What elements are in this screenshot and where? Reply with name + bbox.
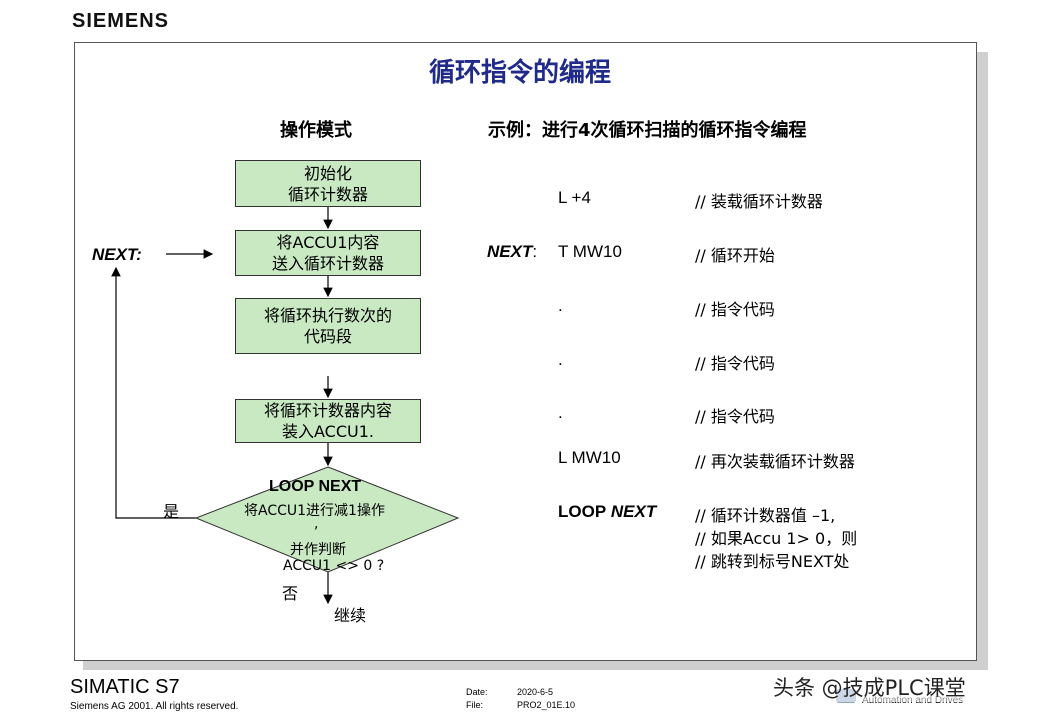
code-instr: . <box>558 403 563 422</box>
siemens-logo: SIEMENS <box>72 10 170 32</box>
loop-target: NEXT <box>610 502 657 521</box>
footer-file-value: PRO2_01E.10 <box>517 700 576 710</box>
decision-line1: 将ACCU1进行减1操作 <box>244 503 385 519</box>
slide-title: 循环指令的编程 <box>428 58 611 88</box>
code-comment: // 如果Accu 1> 0，则 <box>695 529 858 548</box>
footer-date-label: Date: <box>466 687 488 697</box>
decision-line4: ACCU1 <> 0 ? <box>283 558 385 574</box>
box-text: 初始化 <box>303 163 352 183</box>
box-text: 循环计数器 <box>287 184 368 204</box>
flow-box-init: 初始化循环计数器 <box>235 160 421 207</box>
decision-diamond <box>194 466 460 573</box>
code-instr: L +4 <box>558 188 591 207</box>
footer-file-label: File: <box>466 700 484 710</box>
footer-copyright: Siemens AG 2001. All rights reserved. <box>70 701 239 712</box>
flow-box-code-section: 将循环执行数次的代码段 <box>235 298 421 354</box>
flow-box-load-counter: 将ACCU1内容送入循环计数器 <box>235 230 421 276</box>
label-sep: : <box>532 242 538 261</box>
code-instr: . <box>558 350 563 369</box>
box-text: 将ACCU1内容 <box>276 233 380 252</box>
decision-title: LOOP NEXT <box>269 478 362 495</box>
code-comment: // 指令代码 <box>695 354 775 373</box>
code-instr-loop: LOOP NEXT <box>558 502 656 522</box>
code-comment: // 循环开始 <box>695 246 775 265</box>
code-instr: T MW10 <box>558 242 622 261</box>
yes-label: 是 <box>163 502 180 521</box>
box-text: 将循环执行数次的 <box>263 306 392 325</box>
slide-frame <box>74 42 977 661</box>
loop-keyword: LOOP <box>558 502 607 521</box>
code-comment: // 循环计数器值 –1, <box>695 506 836 525</box>
code-instr: L MW10 <box>558 448 621 467</box>
flow-box-load-accu: 将循环计数器内容装入ACCU1. <box>235 399 421 443</box>
code-comment: // 跳转到标号NEXT处 <box>695 552 850 571</box>
left-heading: 操作模式 <box>280 120 352 141</box>
label-next: NEXT <box>487 242 533 261</box>
decision-line3: 并作判断 <box>290 542 346 558</box>
code-label-next: NEXT: <box>487 242 537 262</box>
footer-date-value: 2020-6-5 <box>517 687 554 697</box>
footer-product: SIMATIC S7 <box>70 676 180 698</box>
box-text: 代码段 <box>303 327 352 346</box>
code-comment: // 装载循环计数器 <box>695 192 823 211</box>
code-comment: // 再次装载循环计数器 <box>695 452 855 471</box>
box-text: 装入ACCU1. <box>281 422 374 441</box>
right-heading: 示例：进行4次循环扫描的循环指令编程 <box>488 120 807 141</box>
code-instr: . <box>558 296 563 315</box>
next-label: NEXT: <box>92 245 142 264</box>
code-comment: // 指令代码 <box>695 407 775 426</box>
continue-label: 继续 <box>334 606 367 625</box>
box-text: 送入循环计数器 <box>271 254 384 273</box>
code-comment: // 指令代码 <box>695 300 775 319</box>
watermark: 头条 @技成PLC课堂 <box>770 672 969 702</box>
no-label: 否 <box>282 584 299 603</box>
box-text: 将循环计数器内容 <box>263 401 392 420</box>
decision-line2: , <box>314 516 319 532</box>
